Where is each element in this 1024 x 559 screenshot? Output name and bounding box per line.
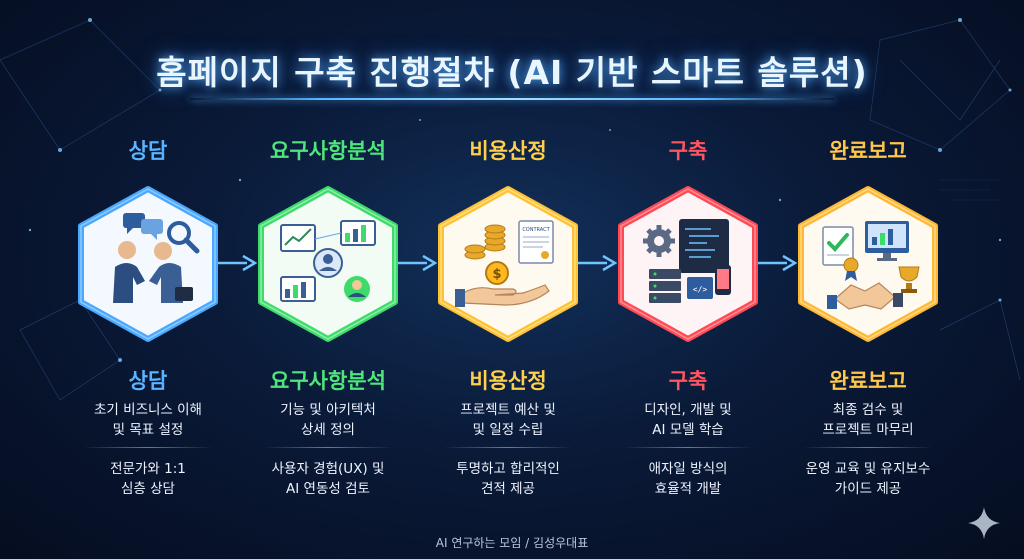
step-description: 기능 및 아키텍처 상세 정의 (280, 402, 376, 438)
step-cost-estimation: 비용산정 CONTRACT $ 비용산정 프로젝트 예산 및 및 일정 수립 투… (408, 0, 608, 559)
contract-label: CONTRACT (522, 227, 550, 233)
step-description: 디자인, 개발 및 AI 모델 학습 (644, 402, 732, 438)
step-subtitle: 상담 (128, 369, 168, 393)
title-underline (190, 98, 834, 100)
step-title: 완료보고 (829, 139, 907, 163)
divider (803, 447, 933, 448)
sparkle-icon (968, 507, 1000, 539)
divider (83, 447, 213, 448)
svg-text:$: $ (492, 267, 501, 282)
step-title: 상담 (128, 139, 168, 163)
step-title: 요구사항분석 (270, 139, 386, 163)
step-requirements-analysis: 요구사항분석 요구사항분석 기능 및 아키텍처 상세 정의 사용자 경험(UX)… (228, 0, 428, 559)
step-detail: 전문가와 1:1 심층 상담 (110, 461, 186, 497)
step-description: 최종 검수 및 프로젝트 마무리 (822, 402, 914, 438)
step-hexagon (75, 185, 221, 343)
step-description: 프로젝트 예산 및 및 일정 수립 (460, 402, 556, 438)
divider (263, 447, 393, 448)
page-title: 홈페이지 구축 진행절차 (AI 기반 스마트 솔루션) (156, 53, 868, 92)
step-hexagon: </> (615, 185, 761, 343)
svg-text:</>: </> (693, 285, 708, 294)
step-consultation: 상담 상담 초기 비즈니스 이해 및 목표 설정 전문가와 1:1 심층 상담 (48, 0, 248, 559)
step-subtitle: 구축 (668, 369, 708, 393)
step-subtitle: 완료보고 (829, 369, 907, 393)
step-title: 비용산정 (469, 139, 547, 163)
step-subtitle: 비용산정 (469, 369, 547, 393)
step-subtitle: 요구사항분석 (270, 369, 386, 393)
step-development: 구축 </> (588, 0, 788, 559)
step-detail: 애자일 방식의 효율적 개발 (648, 461, 728, 497)
step-detail: 사용자 경험(UX) 및 AI 연동성 검토 (271, 461, 385, 497)
footer-credit: AI 연구하는 모임 / 김성우대표 (435, 536, 589, 550)
divider (623, 447, 753, 448)
step-completion-report: 완료보고 완료보고 최종 검수 및 프로젝트 마무리 운영 교육 및 유지보수 (768, 0, 968, 559)
development-icon: </> (643, 219, 731, 303)
step-hexagon: CONTRACT $ (435, 185, 581, 343)
requirements-analysis-icon (280, 220, 376, 302)
cost-estimation-icon: CONTRACT $ (455, 220, 554, 307)
step-hexagon (255, 185, 401, 343)
completion-report-icon (822, 221, 920, 310)
step-detail: 투명하고 합리적인 견적 제공 (456, 461, 560, 497)
divider (443, 447, 573, 448)
step-title: 구축 (668, 139, 708, 163)
step-description: 초기 비즈니스 이해 및 목표 설정 (94, 402, 202, 438)
step-hexagon (795, 185, 941, 343)
consultation-handshake-icon (113, 213, 200, 303)
step-detail: 운영 교육 및 유지보수 가이드 제공 (805, 461, 931, 497)
